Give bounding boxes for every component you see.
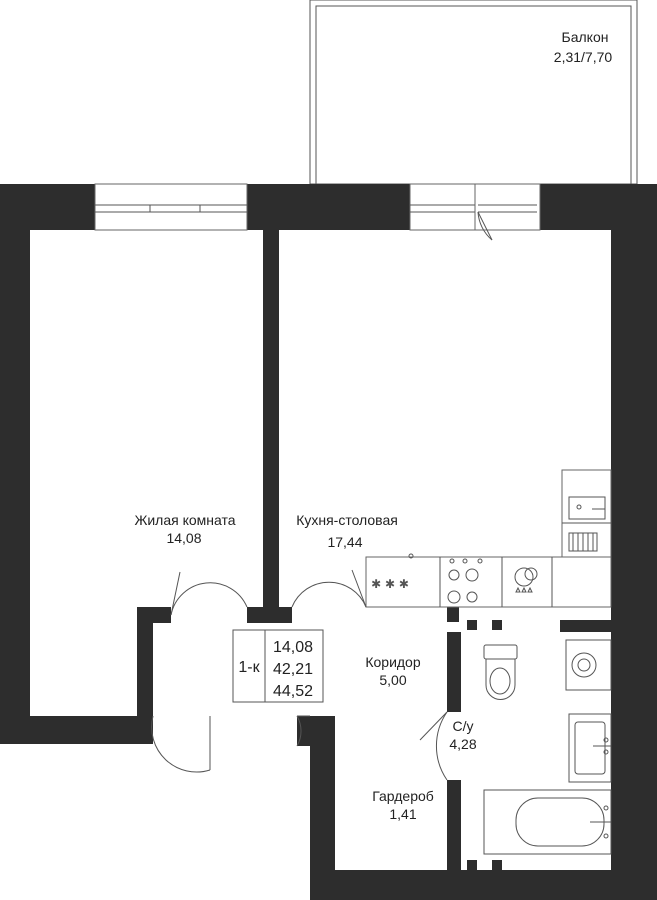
door-icon[interactable] <box>291 569 367 608</box>
summary-box: 1-к 14,08 42,21 44,52 <box>232 629 324 703</box>
sink-icon <box>568 496 606 552</box>
wall-kitchen-bath-left <box>447 607 459 622</box>
wall-right <box>611 184 657 900</box>
room-bathroom[interactable]: С/у 4,28 <box>449 718 476 752</box>
wall-corridor-left-lower <box>137 607 153 744</box>
kitchen-area: 17,44 <box>327 534 362 550</box>
room-corridor[interactable]: Коридор 5,00 <box>365 654 421 688</box>
room-living[interactable]: Жилая комната 14,08 <box>134 512 235 546</box>
door-icon[interactable] <box>151 715 211 773</box>
wardrobe-name: Гардероб <box>372 788 434 804</box>
wall-wardrobe-left <box>310 716 335 900</box>
kitchen-counter <box>365 469 612 608</box>
total-area: 42,21 <box>273 661 313 678</box>
wall-corridor-stub <box>137 607 171 623</box>
wall-left <box>0 184 30 744</box>
total-area-with-balcony: 44,52 <box>273 683 313 700</box>
bathtub-icon <box>483 789 612 855</box>
door-icon[interactable] <box>170 571 248 616</box>
bathroom-area: 4,28 <box>449 736 476 752</box>
room-wardrobe[interactable]: Гардероб 1,41 <box>372 788 434 822</box>
door-icon[interactable] <box>474 183 541 241</box>
wall-kitchen-bath-right <box>560 620 611 632</box>
corridor-area: 5,00 <box>379 672 406 688</box>
wall-divider-foot <box>247 607 292 623</box>
window-icon[interactable] <box>409 183 476 231</box>
columns <box>467 620 502 870</box>
living-area: 14,08 <box>166 530 201 546</box>
wall-top-middle <box>247 184 410 230</box>
wall-bath-left-lower <box>447 780 461 880</box>
room-kitchen[interactable]: Кухня-столовая 17,44 <box>296 512 398 550</box>
walls <box>0 184 657 900</box>
wardrobe-area: 1,41 <box>389 806 416 822</box>
svg-text:✱ ✱ ✱: ✱ ✱ ✱ <box>371 577 409 591</box>
washing-machine-icon <box>514 567 538 593</box>
living-name: Жилая комната <box>134 512 235 528</box>
corridor-name: Коридор <box>365 654 421 670</box>
balcony[interactable]: Балкон 2,31/7,70 <box>309 0 638 185</box>
stove-icon: ✱ ✱ ✱ <box>371 553 414 591</box>
bathroom-name: С/у <box>453 718 474 734</box>
living-area-total: 14,08 <box>273 639 313 656</box>
balcony-name: Балкон <box>562 29 609 45</box>
toilet-icon <box>483 644 518 700</box>
wall-living-kitchen <box>263 230 279 607</box>
door-icon[interactable] <box>419 711 448 781</box>
wall-bottom <box>310 870 657 900</box>
wall-bottom-left <box>0 716 153 744</box>
door-icon[interactable] <box>296 715 310 747</box>
window-icon[interactable] <box>94 183 248 231</box>
wall-bath-left-upper <box>447 632 461 712</box>
kitchen-name: Кухня-столовая <box>296 512 398 528</box>
balcony-outline <box>309 0 638 185</box>
stove-icon <box>447 558 483 604</box>
washing-machine-icon <box>565 639 612 691</box>
balcony-area: 2,31/7,70 <box>554 49 613 65</box>
sink-icon <box>568 713 612 783</box>
apartment-type: 1-к <box>238 659 260 676</box>
